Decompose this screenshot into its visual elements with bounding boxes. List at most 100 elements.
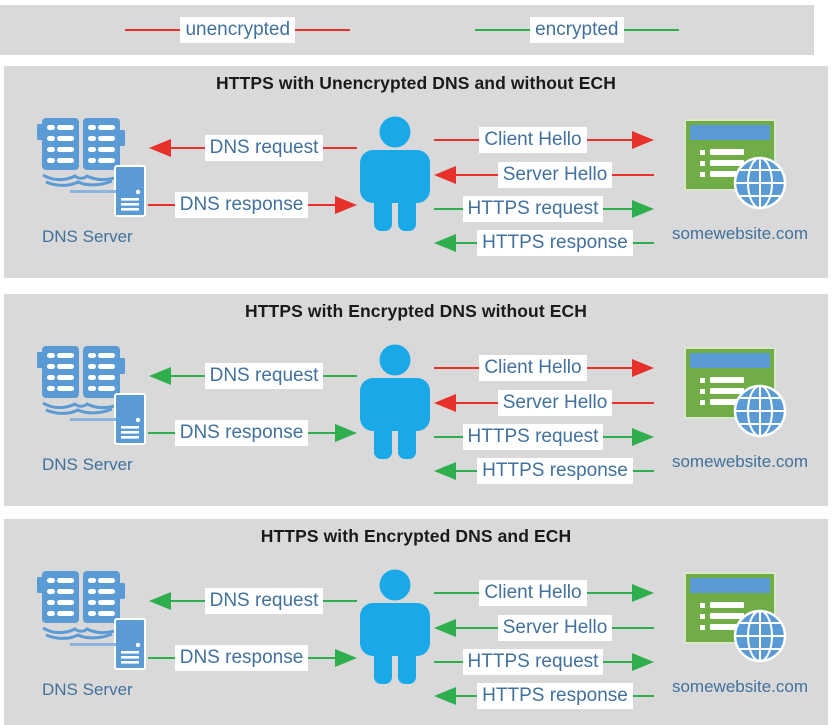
- arrow-head-icon: [632, 653, 654, 671]
- arrow-label: Client Hello: [479, 355, 587, 381]
- dns-book-icon: [37, 118, 125, 187]
- arrow-label: HTTPS response: [477, 458, 633, 484]
- arrow-label: Client Hello: [479, 127, 587, 153]
- arrow-line: [456, 173, 498, 177]
- arrow-https-response: HTTPS response: [434, 229, 655, 257]
- arrow-head-icon: [434, 234, 456, 252]
- arrow-line: [308, 431, 335, 435]
- arrow-head-icon: [149, 592, 171, 610]
- arrow-line: [612, 173, 655, 177]
- arrow-dns-request: DNS request: [149, 134, 357, 162]
- encrypted-line-icon: [475, 28, 531, 32]
- arrow-line: [603, 660, 632, 664]
- arrow-head-icon: [434, 619, 456, 637]
- legend-bar: unencrypted encrypted: [0, 5, 814, 55]
- dns-server-tower-icon: [114, 393, 146, 445]
- arrow-line: [586, 138, 632, 142]
- website-label: somewebsite.com: [671, 452, 809, 471]
- arrow-head-icon: [632, 584, 654, 602]
- arrow-head-icon: [632, 131, 654, 149]
- dns-server-label: DNS Server: [42, 227, 133, 246]
- arrow-head-icon: [434, 394, 456, 412]
- arrow-line: [456, 626, 498, 630]
- panel-title: HTTPS with Encrypted DNS and ECH: [260, 526, 572, 546]
- arrow-head-icon: [149, 367, 171, 385]
- arrow-line: [434, 366, 480, 370]
- arrow-line: [434, 660, 463, 664]
- arrow-dns-response: DNS response: [148, 419, 357, 447]
- arrow-label: Server Hello: [497, 162, 613, 188]
- arrow-line: [171, 599, 205, 603]
- arrow-line: [603, 207, 632, 211]
- arrow-line: [603, 435, 632, 439]
- unencrypted-line-icon: [125, 28, 181, 32]
- arrow-label: DNS response: [174, 192, 309, 218]
- website-label: somewebsite.com: [671, 224, 809, 243]
- arrow-https-response: HTTPS response: [434, 457, 655, 485]
- arrow-line: [148, 656, 175, 660]
- legend-item-encrypted: encrypted: [475, 17, 679, 43]
- arrow-label: HTTPS response: [477, 230, 633, 256]
- arrow-line: [434, 435, 463, 439]
- arrow-label: Server Hello: [497, 390, 613, 416]
- person-icon: [360, 344, 430, 459]
- arrow-line: [434, 138, 480, 142]
- arrow-server-hello: Server Hello: [434, 614, 655, 642]
- arrow-https-request: HTTPS request: [434, 195, 654, 223]
- legend-label: encrypted: [530, 17, 624, 43]
- arrow-line: [612, 626, 655, 630]
- arrow-server-hello: Server Hello: [434, 389, 655, 417]
- arrow-line: [308, 203, 335, 207]
- arrow-line: [308, 656, 335, 660]
- arrow-line: [632, 694, 655, 698]
- arrow-head-icon: [335, 649, 357, 667]
- legend-label: unencrypted: [180, 17, 296, 43]
- arrow-https-response: HTTPS response: [434, 682, 655, 710]
- arrow-dns-response: DNS response: [148, 191, 357, 219]
- arrow-server-hello: Server Hello: [434, 161, 655, 189]
- arrow-head-icon: [434, 462, 456, 480]
- arrow-dns-request: DNS request: [149, 362, 357, 390]
- arrow-label: HTTPS request: [462, 424, 604, 450]
- arrow-line: [456, 241, 478, 245]
- arrow-label: HTTPS request: [462, 196, 604, 222]
- browser-window-icon: [684, 119, 776, 191]
- dns-book-icon: [37, 571, 125, 640]
- arrow-line: [632, 241, 655, 245]
- arrow-line: [632, 469, 655, 473]
- arrow-client-hello: Client Hello: [434, 354, 654, 382]
- panel-title: HTTPS with Unencrypted DNS and without E…: [216, 73, 616, 93]
- arrow-label: DNS request: [204, 363, 324, 389]
- arrow-line: [612, 401, 655, 405]
- arrow-label: DNS response: [174, 645, 309, 671]
- arrow-client-hello: Client Hello: [434, 126, 654, 154]
- arrow-line: [456, 401, 498, 405]
- arrow-line: [323, 599, 357, 603]
- panel-encrypted-dns-and-ech: HTTPS with Encrypted DNS and ECH DNS Ser…: [4, 519, 828, 725]
- arrow-line: [586, 591, 632, 595]
- arrow-line: [586, 366, 632, 370]
- globe-icon: [733, 156, 787, 210]
- arrow-dns-response: DNS response: [148, 644, 357, 672]
- arrow-line: [434, 207, 463, 211]
- arrow-line: [171, 146, 205, 150]
- dns-book-icon: [37, 346, 125, 415]
- arrow-line: [434, 591, 480, 595]
- arrow-line: [456, 469, 478, 473]
- globe-icon: [733, 384, 787, 438]
- arrow-label: Server Hello: [497, 615, 613, 641]
- arrow-head-icon: [434, 166, 456, 184]
- arrow-label: HTTPS response: [477, 683, 633, 709]
- book-server-connector: [70, 190, 116, 193]
- arrow-head-icon: [335, 196, 357, 214]
- arrow-head-icon: [335, 424, 357, 442]
- globe-icon: [733, 609, 787, 663]
- arrow-head-icon: [632, 200, 654, 218]
- arrow-label: HTTPS request: [462, 649, 604, 675]
- arrow-client-hello: Client Hello: [434, 579, 654, 607]
- arrow-label: Client Hello: [479, 580, 587, 606]
- dns-server-label: DNS Server: [42, 680, 133, 699]
- arrow-https-request: HTTPS request: [434, 648, 654, 676]
- arrow-https-request: HTTPS request: [434, 423, 654, 451]
- person-icon: [360, 569, 430, 684]
